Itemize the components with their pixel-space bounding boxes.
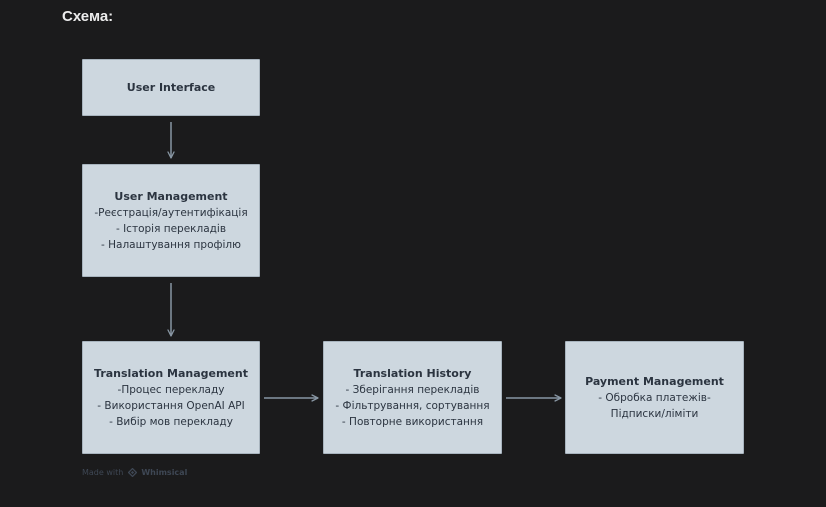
- payment-management-box: Payment Management - Обробка платежів- П…: [565, 341, 744, 454]
- translation-management-line: - Використання OpenAI API: [97, 399, 245, 412]
- translation-management-box: Translation Management -Процес перекладу…: [82, 341, 260, 454]
- translation-history-title: Translation History: [353, 366, 472, 380]
- payment-management-title: Payment Management: [585, 374, 724, 388]
- translation-management-title: Translation Management: [94, 366, 248, 380]
- payment-management-line: - Обробка платежів-: [598, 391, 711, 404]
- translation-history-line: - Зберігання перекладів: [345, 383, 480, 396]
- page-heading: Схема:: [62, 8, 114, 25]
- user-management-box: User Management -Реєстрація/аутентифікац…: [82, 164, 260, 277]
- user-management-title: User Management: [114, 189, 228, 203]
- whimsical-brand-label: Whimsical: [141, 467, 188, 477]
- user-management-line: - Налаштування профілю: [101, 238, 241, 251]
- user-management-line: -Реєстрація/аутентифікація: [94, 206, 248, 219]
- translation-history-line: - Фільтрування, сортування: [335, 399, 490, 412]
- made-with-label: Made with: [82, 467, 124, 477]
- payment-management-line: Підписки/ліміти: [610, 407, 699, 420]
- translation-history-box: Translation History - Зберігання перекла…: [323, 341, 502, 454]
- user-interface-box: User Interface: [82, 59, 260, 116]
- translation-management-line: -Процес перекладу: [117, 383, 225, 396]
- made-with-whimsical-badge[interactable]: Made with Whimsical: [82, 466, 187, 478]
- user-management-line: - Історія перекладів: [115, 222, 227, 235]
- translation-history-line: - Повторне використання: [341, 415, 484, 428]
- whimsical-logo-icon: [128, 467, 138, 477]
- user-interface-title: User Interface: [126, 80, 216, 94]
- translation-management-line: - Вибір мов перекладу: [109, 415, 233, 428]
